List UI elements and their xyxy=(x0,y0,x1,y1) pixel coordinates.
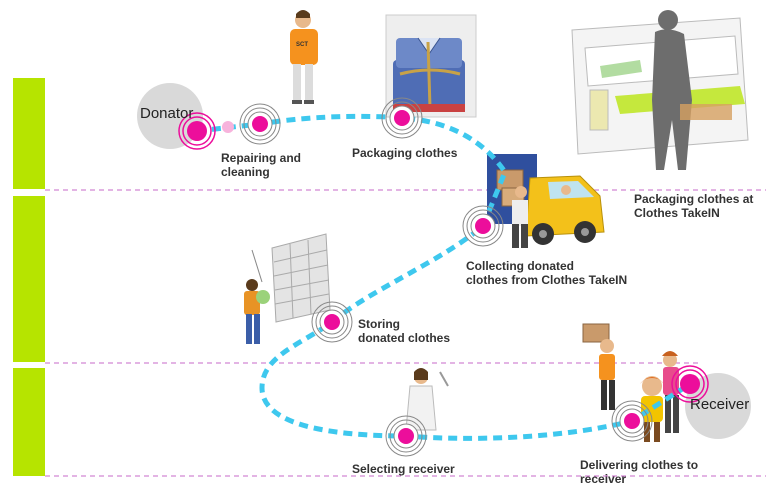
storage-shelves-illustration xyxy=(244,233,331,344)
receiver-label: Receiver xyxy=(690,396,750,413)
process-flow-path xyxy=(196,113,692,441)
donator-marker xyxy=(178,112,234,150)
step-marker-collecting xyxy=(462,205,504,247)
stage-bar-3 xyxy=(13,368,45,476)
step-label-selecting: Selecting receiver xyxy=(352,462,455,476)
stage-bar-1 xyxy=(13,78,45,189)
person-with-clipboard-illustration xyxy=(405,368,449,431)
step-marker-repairing xyxy=(239,103,281,145)
step-marker-packaging xyxy=(381,97,423,139)
step-marker-delivering xyxy=(611,400,653,442)
folded-shirt-stack-illustration xyxy=(385,14,477,118)
step-marker-selecting xyxy=(385,415,427,457)
step-marker-storing xyxy=(311,301,353,343)
svg-text:SCT: SCT xyxy=(296,42,308,48)
kiosk-caption: Packaging clothes at Clothes TakeIN xyxy=(634,192,754,220)
step-label-repairing: Repairing and cleaning xyxy=(221,151,302,179)
donator-label: Donator xyxy=(140,105,194,122)
donator-circle xyxy=(137,83,203,149)
stage-bar-2 xyxy=(13,196,45,362)
step-label-collecting: Collecting donated clothes from Clothes … xyxy=(466,259,628,287)
delivery-truck-illustration xyxy=(487,154,605,248)
step-label-storing: Storing donated clothes xyxy=(358,317,451,345)
step-label-delivering: Delivering clothes to receiver xyxy=(580,458,699,486)
person-holding-shirt-illustration: SCT xyxy=(290,10,318,104)
receiver-marker xyxy=(671,365,709,403)
kiosk-with-person-illustration xyxy=(571,10,749,170)
step-label-packaging: Packaging clothes xyxy=(352,146,458,160)
receiver-circle xyxy=(685,373,751,439)
